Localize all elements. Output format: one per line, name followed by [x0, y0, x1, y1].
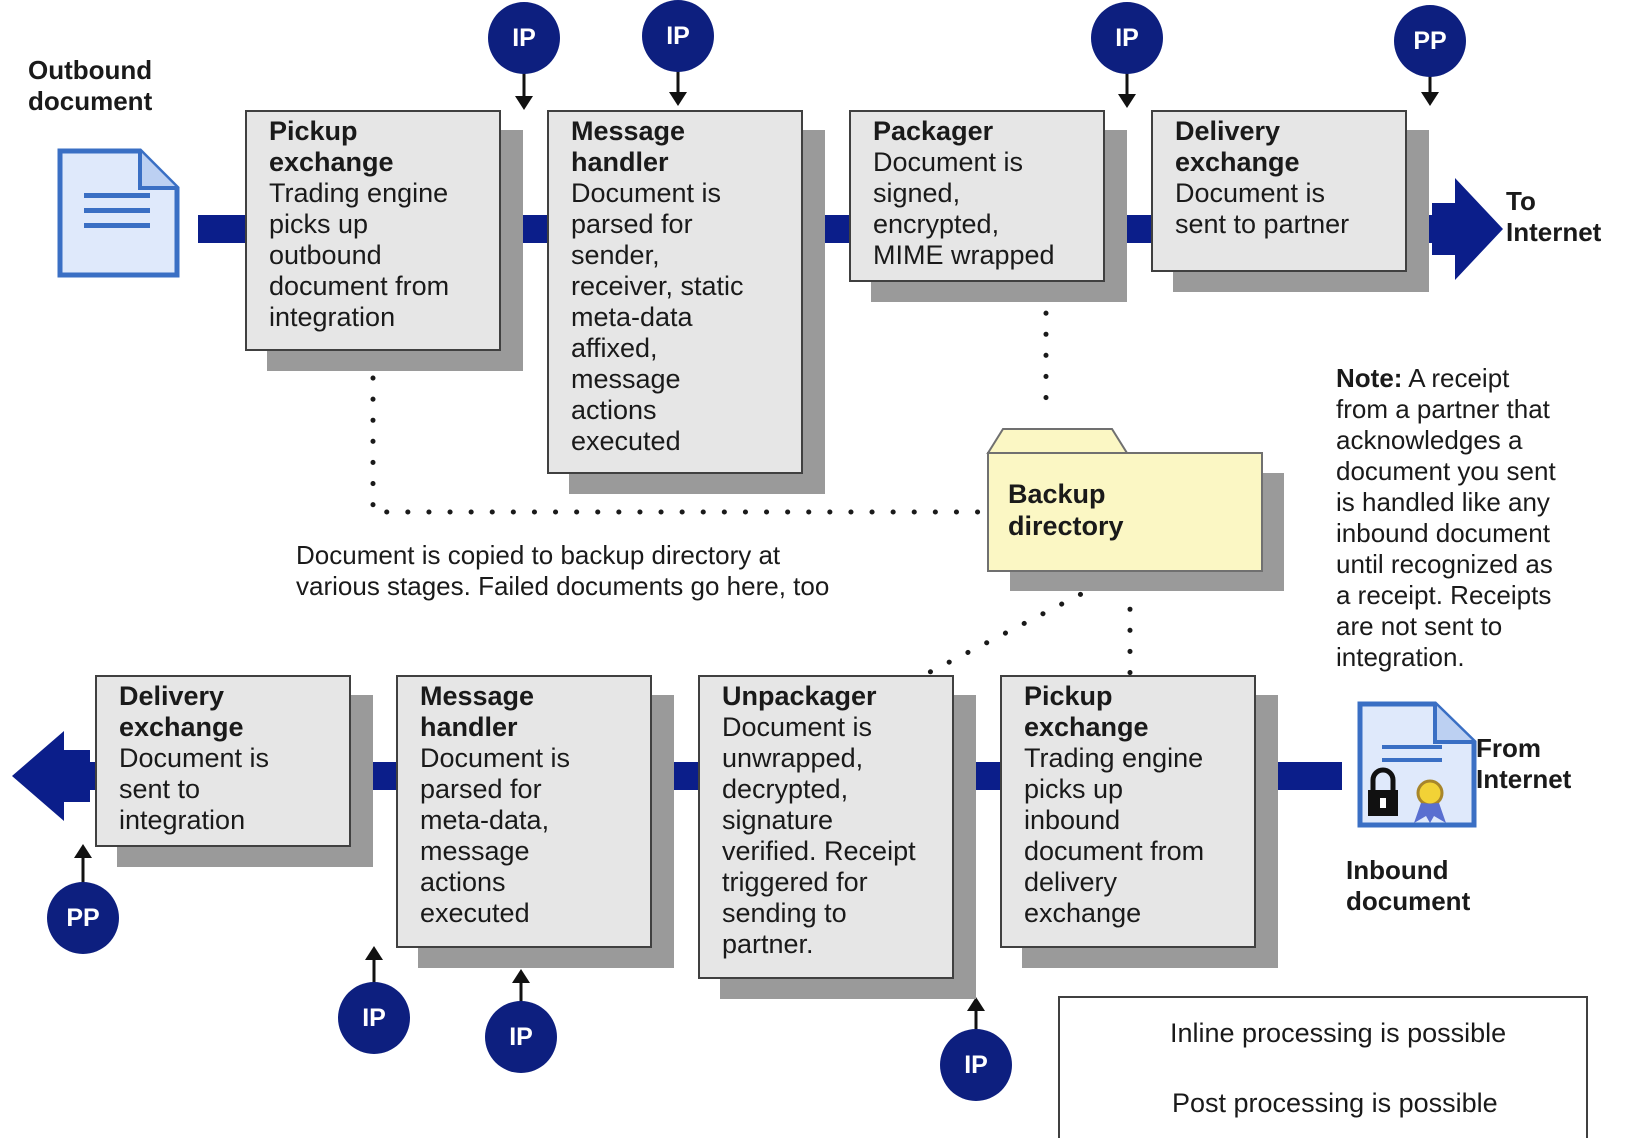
- marker-arrows: [74, 70, 1439, 1032]
- outbound-document-icon: [57, 148, 180, 278]
- receipt-note: Note: A receipt from a partner that ackn…: [1336, 363, 1556, 672]
- to-internet-arrow: [1432, 178, 1503, 280]
- ip-marker-inbound-unpackager: IP: [964, 1051, 988, 1079]
- outbound-delivery-exchange: Delivery exchange Document is sent to pa…: [1151, 110, 1407, 272]
- backup-connectors: [370, 289, 1133, 678]
- outbound-message-handler: Message handler Document is parsed for s…: [547, 110, 803, 474]
- outbound-pickup-exchange: Pickup exchange Trading engine picks up …: [245, 110, 501, 351]
- legend-box: [1058, 996, 1588, 1138]
- to-integration-arrow: [12, 731, 90, 821]
- ip-marker-outbound-delivery: IP: [1115, 24, 1139, 52]
- inbound-pickup-exchange: Pickup exchange Trading engine picks up …: [1000, 675, 1256, 948]
- pp-marker-outbound: PP: [1413, 27, 1446, 55]
- inbound-certificate-icon: [1357, 701, 1477, 828]
- backup-folder-icon: [986, 428, 1284, 591]
- inbound-delivery-exchange: Delivery exchange Document is sent to in…: [95, 675, 351, 847]
- outbound-packager: Packager Document is signed, encrypted, …: [849, 110, 1105, 282]
- backup-directory-label: Backup directory: [1008, 479, 1124, 541]
- pp-marker-inbound: PP: [66, 904, 99, 932]
- ip-marker-inbound-message-handler: IP: [362, 1004, 386, 1032]
- backup-caption: Document is copied to backup directory a…: [296, 540, 830, 601]
- legend-ip-text: Inline processing is possible: [1170, 1018, 1507, 1048]
- inbound-unpackager: Unpackager Document is unwrapped, decryp…: [698, 675, 954, 979]
- ip-marker-inbound-handler: IP: [509, 1023, 533, 1051]
- inbound-message-handler: Message handler Document is parsed for m…: [396, 675, 652, 948]
- ip-marker-outbound-pickup-to-handler: IP: [666, 22, 690, 50]
- legend-pp-text: Post processing is possible: [1172, 1088, 1498, 1118]
- ip-marker-outbound-message-handler: IP: [512, 24, 536, 52]
